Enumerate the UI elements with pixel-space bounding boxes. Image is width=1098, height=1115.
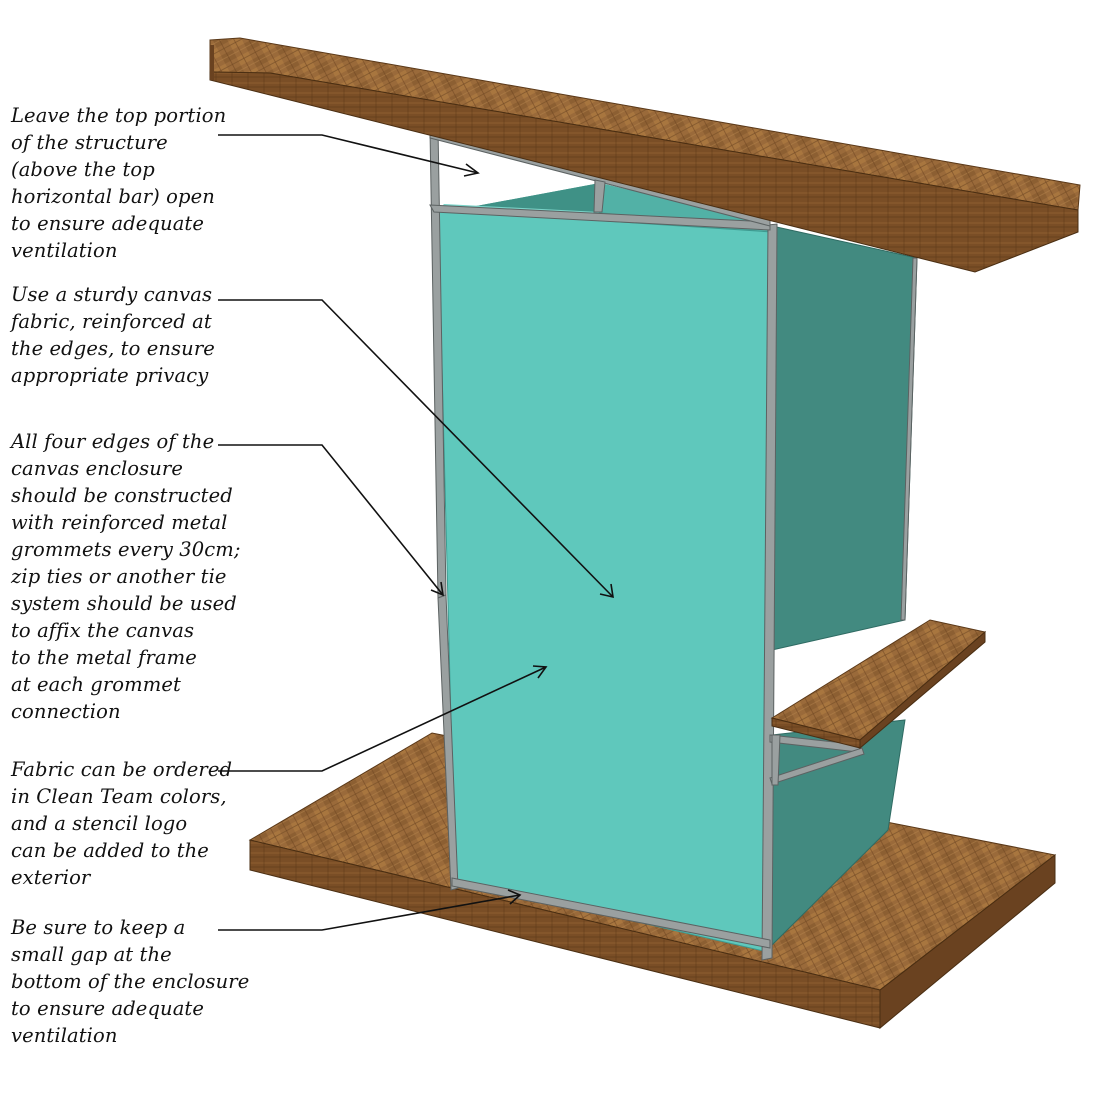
leader-bottom-gap	[218, 889, 522, 931]
leader-canvas-fabric	[218, 299, 614, 599]
leader-lines	[218, 134, 614, 931]
leader-grommets	[218, 444, 445, 597]
annotation-grommets: All four edges of the canvas enclosure s…	[11, 430, 241, 723]
annotation-canvas-fabric: Use a sturdy canvas fabric, reinforced a…	[11, 283, 215, 387]
annotation-bottom-gap: Be sure to keep a small gap at the botto…	[11, 916, 250, 1047]
annotation-ventilation-top: Leave the top portion of the structure (…	[11, 104, 227, 262]
front-canvas-panel	[437, 204, 773, 953]
roof-board	[209, 37, 1081, 273]
leader-fabric-colors	[218, 665, 548, 772]
annotation-fabric-colors: Fabric can be ordered in Clean Team colo…	[11, 758, 233, 889]
side-shelf	[770, 619, 987, 750]
leader-ventilation-top	[218, 134, 480, 177]
side-canvas-panel	[771, 225, 918, 947]
